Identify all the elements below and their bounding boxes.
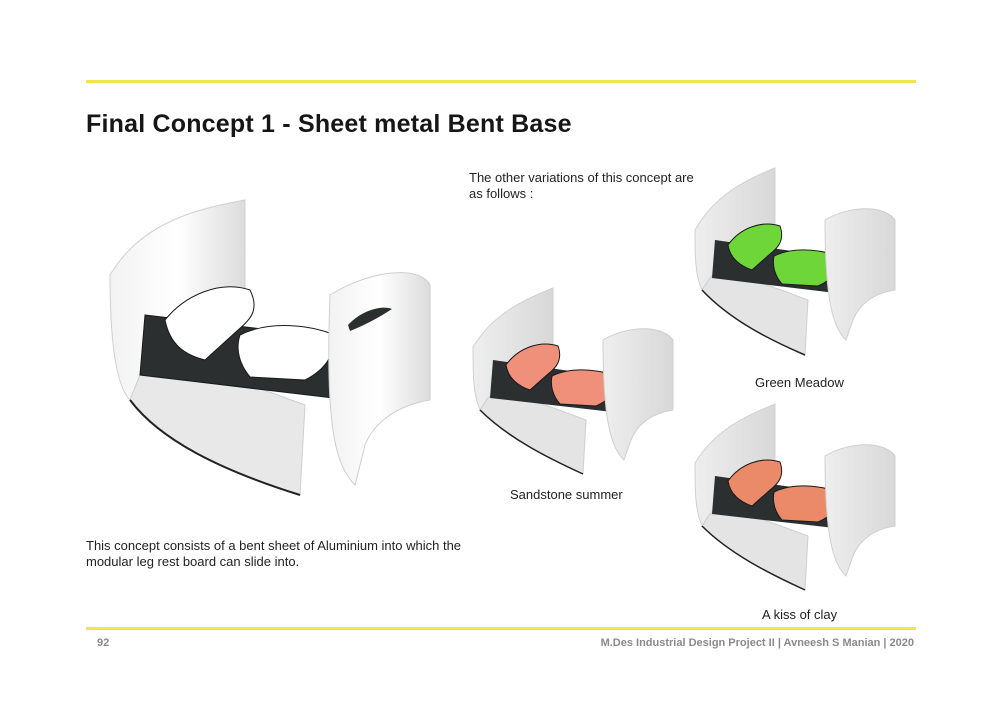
caption-kiss-of-clay: A kiss of clay xyxy=(762,607,838,622)
footer-rule xyxy=(86,627,916,630)
bent-base-illustration xyxy=(109,199,431,496)
kiss-of-clay-render xyxy=(690,398,905,598)
caption-sandstone-summer: Sandstone summer xyxy=(510,487,623,502)
footer-credit: M.Des Industrial Design Project II | Avn… xyxy=(600,637,914,649)
kiss-of-clay-illustration xyxy=(694,403,896,591)
page-number: 92 xyxy=(97,637,110,649)
page-title: Final Concept 1 - Sheet metal Bent Base xyxy=(86,110,572,138)
intro-text: The other variations of this concept are… xyxy=(469,170,694,201)
green-meadow-illustration xyxy=(694,167,896,356)
sandstone-summer-render xyxy=(468,282,683,482)
concept-description: This concept consists of a bent sheet of… xyxy=(86,538,462,569)
header-rule xyxy=(86,80,916,83)
green-meadow-render xyxy=(690,160,905,365)
main-concept-render xyxy=(100,185,440,505)
caption-green-meadow: Green Meadow xyxy=(755,375,844,390)
sandstone-summer-illustration xyxy=(472,287,674,475)
